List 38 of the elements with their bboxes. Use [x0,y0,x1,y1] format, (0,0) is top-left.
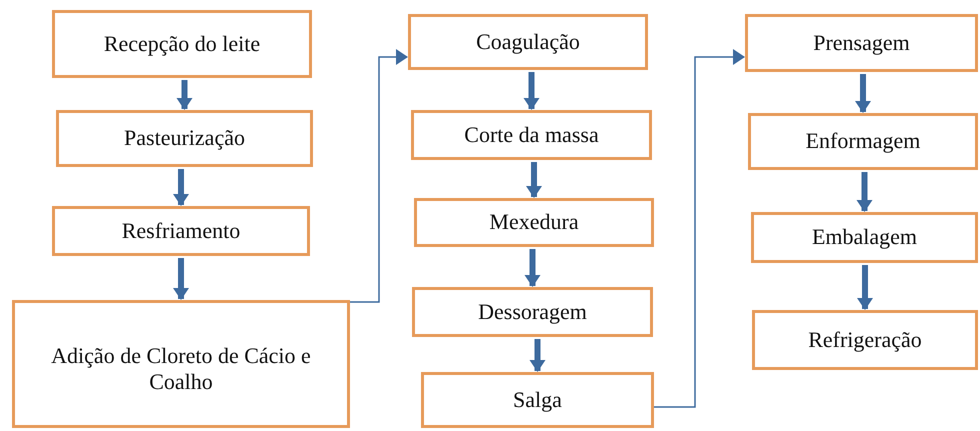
step-label: Refrigeração [808,326,922,354]
step-label: Dessoragem [478,298,587,326]
process-box [12,300,350,428]
process-box [421,372,654,428]
process-box [748,113,978,170]
arrow [856,172,872,212]
arrow [176,80,192,110]
arrow [524,249,540,287]
arrow [855,74,871,113]
arrow [654,49,745,408]
arrow [173,258,189,300]
step-label: Prensagem [813,30,910,56]
step-label: Resfriamento [122,218,240,244]
step-label: Embalagem [812,224,918,251]
step-label: Corte da massa [464,122,599,148]
arrow [526,162,542,198]
step-label: Pasteurização [124,125,245,152]
arrow [173,169,189,206]
step-label: Adição de Cloreto de Cácio e Coalho [50,343,312,396]
process-box [414,198,654,247]
process-box [408,14,648,70]
step-label: Coagulação [476,28,580,56]
process-box [56,110,313,167]
process-box [52,206,310,256]
arrow [350,49,408,303]
process-box [412,287,653,337]
arrow [524,72,540,110]
step-label: Enformagem [806,128,920,155]
process-box [411,110,652,160]
step-label: Mexedura [489,209,579,236]
process-box [751,212,978,263]
step-label: Salga [513,386,562,414]
arrow [857,265,873,310]
process-box [752,310,978,370]
process-box [745,14,978,72]
step-label: Recepção do leite [104,30,260,58]
process-box [52,10,312,78]
arrow [530,339,546,372]
